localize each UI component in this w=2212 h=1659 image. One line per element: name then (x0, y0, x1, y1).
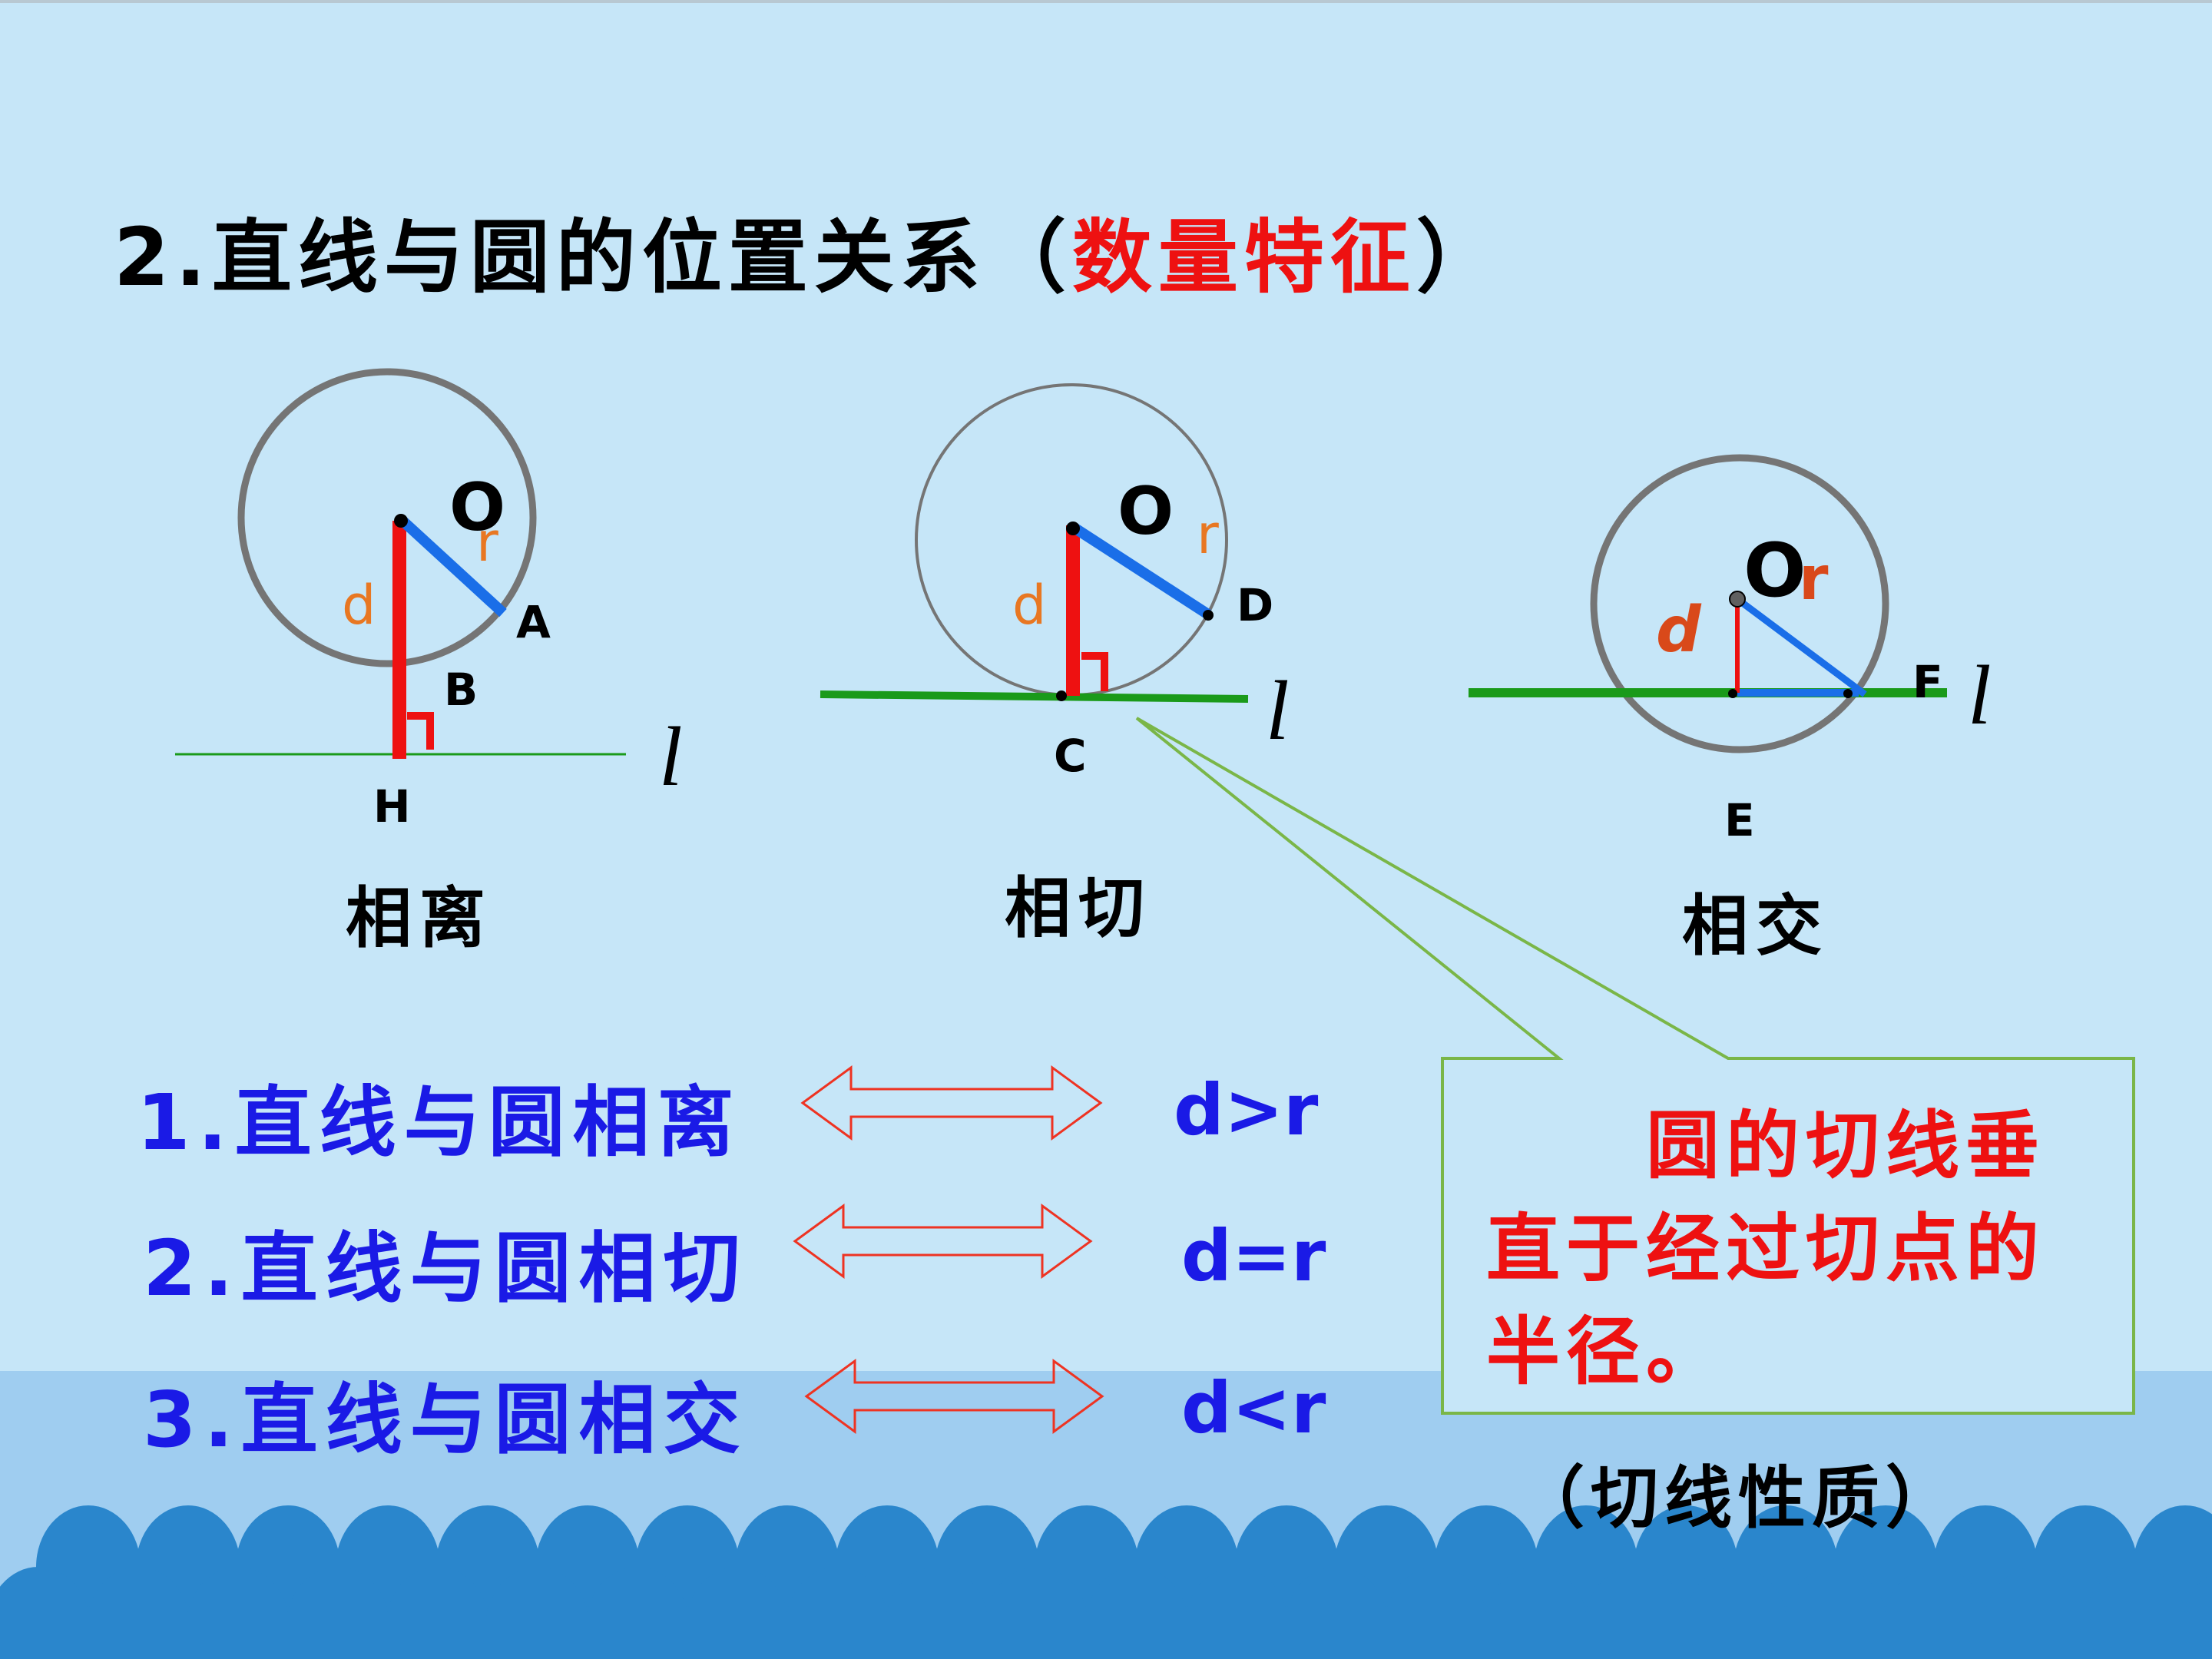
center-point (1729, 591, 1746, 608)
caption-intersect: 相交 (1682, 888, 1830, 965)
circle (237, 368, 537, 667)
diagram-separate: O r d A B H l (175, 368, 683, 833)
condition-separate: d>r (1174, 1069, 1319, 1151)
label-center-O: O (449, 469, 505, 546)
relation-separate-label: 1.直线与圆相离 (137, 1078, 742, 1167)
label-center-O: O (1118, 473, 1174, 550)
title-suffix: ） (1416, 210, 1502, 304)
page-title: 2.直线与圆的位置关系（数量特征） (114, 192, 1502, 308)
double-arrows (793, 1065, 1104, 1434)
radius-segment-r (1735, 596, 1867, 697)
right-angle-mark (1081, 652, 1108, 691)
condition-tangent: d=r (1181, 1215, 1326, 1297)
label-line-l: l (1968, 648, 1992, 742)
circle (1590, 454, 1889, 753)
label-center-O: O (1743, 528, 1806, 614)
label-line-l: l (1266, 664, 1290, 757)
label-distance-d: d (1656, 594, 1702, 667)
relation-tangent-label: 2.直线与圆相切 (143, 1224, 748, 1313)
label-point-E: E (1724, 794, 1755, 846)
point-D-dot (1203, 610, 1214, 621)
double-arrow-2 (793, 1204, 1093, 1279)
label-point-A: A (516, 596, 551, 648)
line-l (820, 690, 1249, 703)
tangent-property-note: （切线性质） (1517, 1459, 1960, 1538)
label-point-C: C (1054, 730, 1087, 782)
title-prefix: 2.直线与圆的位置关系（ (114, 210, 1072, 304)
caption-separate: 相离 (346, 880, 493, 957)
diagram-tangent: O r d D C l (820, 383, 1290, 782)
center-point (394, 514, 408, 528)
wave-decoration (0, 1505, 2212, 1659)
double-arrow-1 (800, 1065, 1103, 1141)
label-radius-r: r (1197, 503, 1219, 566)
caption-tangent: 相切 (1005, 870, 1152, 947)
callout-box (1135, 717, 2135, 1415)
label-point-F: F (1912, 656, 1943, 708)
condition-intersect: d<r (1181, 1367, 1326, 1449)
double-arrow-3 (804, 1359, 1104, 1434)
right-angle-mark (407, 712, 434, 750)
point-C-dot (1056, 690, 1067, 701)
diagram-intersect: O r d F E l (1469, 454, 1992, 846)
title-highlight: 数量特征 (1071, 210, 1416, 304)
label-distance-d: d (1012, 574, 1046, 637)
wave-base (0, 1632, 2212, 1659)
label-point-D: D (1237, 579, 1273, 631)
callout-text: 圆的切线垂直于经过切点的半径。 (1486, 1103, 2045, 1395)
radius-segment-r (1070, 522, 1211, 619)
label-radius-r: r (1799, 545, 1829, 614)
label-distance-d: d (342, 574, 376, 637)
label-point-H: H (373, 780, 411, 833)
point-E-dot (1728, 689, 1737, 698)
relation-intersect-label: 3.直线与圆相交 (143, 1375, 748, 1465)
center-point (1066, 522, 1080, 535)
label-radius-r: r (476, 511, 498, 574)
label-line-l: l (659, 710, 683, 803)
point-F-dot (1843, 689, 1853, 698)
radius-segment-r (397, 515, 507, 618)
label-point-B: B (444, 664, 478, 716)
